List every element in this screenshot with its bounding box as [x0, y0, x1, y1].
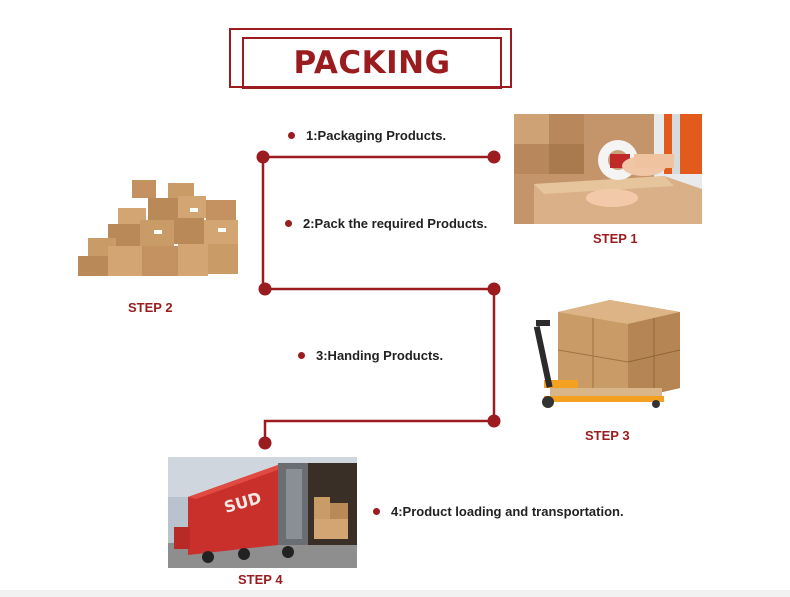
step-3-text: 3:Handing Products.: [298, 348, 443, 363]
flow-dot: [487, 150, 501, 164]
step-1-photo: [514, 114, 702, 224]
step-4-label: STEP 4: [238, 572, 283, 587]
step-1-text: 1:Packaging Products.: [288, 128, 446, 143]
bullet-icon: [373, 508, 380, 515]
step-1-description: 1:Packaging Products.: [306, 128, 447, 143]
flow-dot: [487, 414, 501, 428]
step-1-label: STEP 1: [593, 231, 638, 246]
step-2-photo: [78, 178, 240, 278]
step-4-photo: SUD: [168, 457, 357, 568]
flow-dot: [258, 282, 272, 296]
step-2-description: 2:Pack the required Products.: [303, 216, 488, 231]
bullet-icon: [298, 352, 305, 359]
step-3-photo: [530, 296, 684, 412]
step-3-label: STEP 3: [585, 428, 630, 443]
step-2-label: STEP 2: [128, 300, 173, 315]
bullet-icon: [285, 220, 292, 227]
flow-dot: [258, 436, 272, 450]
step-4-description: 4:Product loading and transportation.: [391, 504, 624, 519]
flow-dot: [487, 282, 501, 296]
step-3-description: 3:Handing Products.: [316, 348, 444, 363]
page-title: PACKING: [293, 45, 451, 81]
title-box: PACKING: [242, 37, 502, 89]
step-4-text: 4:Product loading and transportation.: [373, 504, 624, 519]
bullet-icon: [288, 132, 295, 139]
flow-dot: [256, 150, 270, 164]
bottom-strip: [0, 590, 790, 597]
step-2-text: 2:Pack the required Products.: [285, 216, 487, 231]
